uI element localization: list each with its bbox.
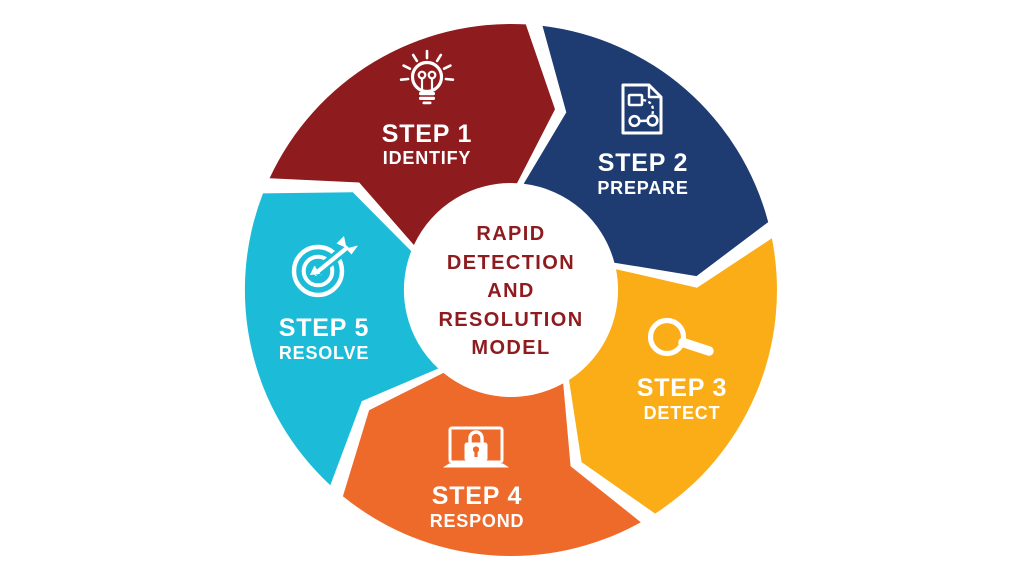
step-5-label: RESOLVE — [279, 343, 369, 363]
step-3-label: DETECT — [644, 403, 721, 423]
segment-step-3 — [569, 238, 777, 514]
center-title-line-5: MODEL — [471, 337, 550, 359]
lightbulb-icon — [399, 49, 455, 105]
flowchart-document-icon — [621, 83, 663, 135]
center-title-line-3: AND — [487, 280, 535, 302]
center-title-line-1: RAPID — [476, 223, 545, 245]
target-dart-icon — [291, 236, 358, 298]
step-1-label: IDENTIFY — [383, 148, 471, 168]
segment-step-2 — [523, 25, 769, 277]
laptop-lock-icon — [443, 426, 509, 468]
segment-step-1 — [269, 23, 555, 245]
step-3-title: STEP 3 — [637, 374, 728, 402]
center-title-line-4: RESOLUTION — [438, 309, 583, 331]
step-2-label: PREPARE — [597, 178, 688, 198]
step-4-title: STEP 4 — [432, 482, 523, 510]
step-5-title: STEP 5 — [279, 314, 370, 342]
step-1-title: STEP 1 — [382, 120, 473, 148]
center-title: RAPID DETECTION AND RESOLUTION MODEL — [438, 223, 583, 359]
step-4-label: RESPOND — [430, 511, 525, 531]
center-title-line-2: DETECTION — [447, 252, 575, 274]
step-2-title: STEP 2 — [598, 149, 689, 177]
magnifier-icon — [647, 317, 714, 357]
